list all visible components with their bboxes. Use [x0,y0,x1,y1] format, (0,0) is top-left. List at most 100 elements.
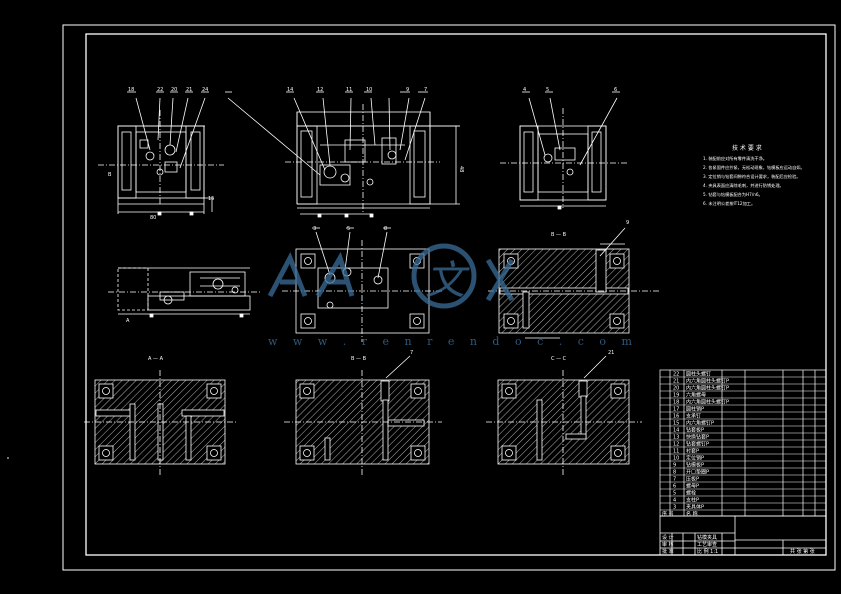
parts-list-header-name: 名 称 [686,511,698,518]
parts-list-item-number: 13 [673,435,679,441]
parts-list-item-number: 19 [673,393,679,399]
parts-list-item-number: 5 [673,491,676,497]
title-row-value-3: 比 例 1:1 [697,548,718,555]
sheet-number: 共 张 第 张 [790,548,815,555]
parts-list-item-name: 钻模板P [686,462,704,469]
balloon-20: 20 [171,87,177,93]
section-cc [486,355,642,476]
title-row-label-1: 设 计 [662,534,674,541]
title-row-value-1: 钻模夹具 [697,534,717,541]
parts-list-item-name: 圆柱销P [686,406,704,413]
note-line-6: 6. 未注明公差按IT12加工。 [703,200,755,207]
balloon-7-section: 7 [410,350,413,356]
parts-list-item-name: 内六角圆柱头螺钉P [686,378,729,385]
section-bb-bottom [284,355,442,476]
balloon-6: 6 [614,87,617,93]
parts-list-item-number: 16 [673,414,679,420]
elevation-view [108,267,260,318]
balloon-5-top: 5 [347,226,350,232]
section-aa-label: A — A [148,356,164,362]
parts-list-item-number: 10 [673,456,679,462]
parts-list-item-name: 夹具体P [686,504,704,511]
parts-list-item-number: 20 [673,386,679,392]
balloon-10: 10 [366,87,372,93]
parts-list-item-number: 3 [673,505,676,511]
balloon-18: 18 [128,87,134,93]
parts-list-item-number: 12 [673,442,679,448]
parts-list-item-number: 22 [673,372,679,378]
notes-title: 技 术 要 求 [732,144,762,152]
title-row-label-2: 审 核 [662,541,674,548]
watermark-url: w w w . r e n r e n d o c . c o m [268,335,638,348]
note-line-1: 1. 装配前应对所有零件清洗干净。 [703,155,767,162]
top-view [282,227,444,342]
parts-list-item-number: 4 [673,498,676,504]
main-view [225,91,460,218]
title-block [659,515,827,556]
balloon-7: 7 [424,87,427,93]
parts-list-item-name: 衬套P [686,448,699,455]
parts-list-item-name: 压板P [686,476,699,483]
parts-list-rows: 22 圆柱头螺钉 21 内六角圆柱头螺钉P 20 内六角圆柱头螺钉P 19 六角螺母 18 内六角… [660,371,826,518]
parts-list-item-number: 21 [673,379,679,385]
section-aa [84,370,238,476]
parts-list-item-name: 支柱P [686,497,699,504]
parts-list-item-name: 螺栓 [686,490,696,497]
dimension-48: 48 [458,166,464,172]
balloon-12: 12 [317,87,323,93]
balloon-8: 8 [384,226,387,232]
note-line-4: 4. 夹具表面应清除毛刺，并进行防锈处理。 [703,182,784,189]
parts-list [659,369,827,517]
stray-dot [7,457,9,459]
balloon-24: 24 [202,87,208,93]
parts-list-item-name: 内六角圆柱头螺钉P [686,399,729,406]
parts-list-item-number: 6 [673,484,676,490]
parts-list-item-number: 11 [673,449,679,455]
balloon-22: 22 [157,87,163,93]
parts-list-item-number: 15 [673,421,679,427]
parts-list-item-number: 17 [673,407,679,413]
parts-list-item-number: 9 [673,463,676,469]
section-bb-bottom-label: B — B [351,356,367,362]
inner-frame [85,33,827,556]
balloon-11: 11 [346,87,352,93]
parts-list-item-name: 支承钉 [686,413,701,420]
parts-list-item-name: 六角螺母 [686,392,706,399]
parts-list-item-name: 开口垫圈P [686,469,709,476]
balloon-5: 5 [546,87,549,93]
balloon-21: 21 [186,87,192,93]
parts-list-item-name: 钻套板P [686,427,704,434]
note-line-2: 2. 各紧固件应拧紧，无松动现象，钻模板应运动自如。 [703,164,805,171]
section-cc-label: C — C [551,356,567,362]
view-marker-b: B [108,172,112,178]
title-row-value-2: 工艺审查 [697,541,717,548]
balloon-9: 9 [406,87,409,93]
parts-list-item-number: 8 [673,470,676,476]
watermark: 文 w w w . r e n r e n d o c . c o m [267,243,638,348]
title-row-label-3: 批 准 [662,548,674,555]
parts-list-header-number: 序 号 [662,511,674,518]
parts-list-item-name: 定位销P [686,455,704,462]
parts-list-item-number: 18 [673,400,679,406]
balloon-21-section: 21 [608,350,614,356]
outer-frame [62,24,836,571]
technical-notes: 技 术 要 求 1. 装配前应对所有零件清洗干净。 2. 各紧固件应拧紧，无松动… [703,144,805,207]
dimension-15: 15 [208,196,214,202]
front-view [98,91,224,216]
watermark-glyph: 文 [425,258,470,304]
note-line-5: 5. 钻套与钻模板配合为H7/n6。 [703,191,763,198]
parts-list-item-number: 7 [673,477,676,483]
balloon-14: 14 [287,87,293,93]
balloon-9-section: 9 [626,220,629,226]
dimension-a: A [126,318,130,324]
parts-list-item-name: 圆柱头螺钉 [686,371,711,378]
section-bb-top-label: B — B [551,232,567,238]
dimension-80: 80 [150,215,156,221]
parts-list-item-name: 钻套螺钉P [686,441,709,448]
parts-list-item-name: 内六角螺钉P [686,420,714,427]
side-view [500,91,628,210]
parts-list-item-number: 14 [673,428,679,434]
note-line-3: 3. 定位销与钻套间隙符合设计要求，装配后应检验。 [703,173,800,180]
parts-list-item-name: 内六角圆柱头螺钉P [686,385,729,392]
